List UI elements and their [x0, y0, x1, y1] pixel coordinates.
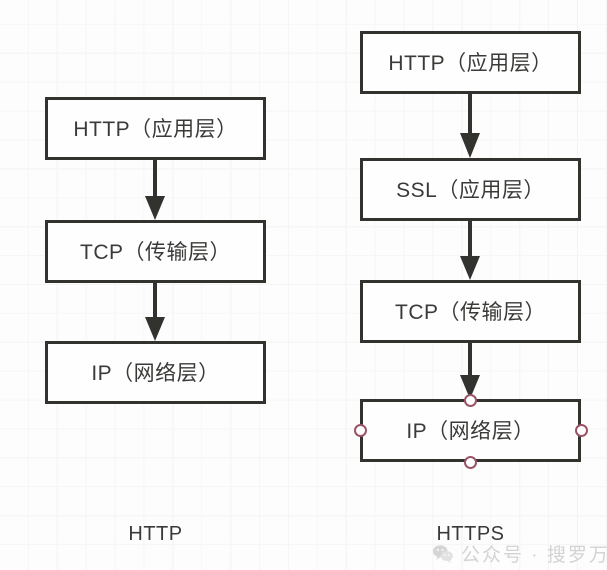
node-https-application-layer[interactable]: HTTP（应用层） [360, 31, 581, 94]
watermark: 公众号 · 搜罗万相 [432, 540, 607, 567]
node-label: SSL（应用层） [396, 178, 545, 202]
caption-https[interactable]: HTTPS [360, 523, 581, 546]
node-label: HTTP（应用层） [73, 117, 238, 141]
node-http-transport-layer[interactable]: TCP（传输层） [45, 220, 266, 283]
selection-handle-left[interactable] [354, 424, 367, 437]
selection-handle-top[interactable] [464, 394, 477, 407]
caption-http[interactable]: HTTP [45, 523, 266, 546]
arrow-http-to-tcp[interactable] [140, 158, 170, 222]
arrow-tcp-to-ip[interactable] [140, 281, 170, 343]
node-https-network-layer[interactable]: IP（网络层） [360, 399, 581, 462]
node-label: TCP（传输层） [395, 300, 546, 324]
node-http-application-layer[interactable]: HTTP（应用层） [45, 97, 266, 160]
node-https-transport-layer[interactable]: TCP（传输层） [360, 280, 581, 343]
wechat-icon [432, 544, 453, 563]
node-label: IP（网络层） [91, 361, 220, 385]
node-label: HTTP（应用层） [388, 51, 553, 75]
node-http-network-layer[interactable]: IP（网络层） [45, 341, 266, 404]
node-label: IP（网络层） [406, 419, 535, 443]
selection-handle-bottom[interactable] [464, 456, 477, 469]
arrow-https-ssl-to-tcp[interactable] [455, 219, 485, 282]
selection-handle-right[interactable] [575, 424, 588, 437]
arrow-https-http-to-ssl[interactable] [455, 92, 485, 160]
node-label: TCP（传输层） [80, 240, 231, 264]
watermark-text: 公众号 · 搜罗万相 [461, 545, 607, 566]
caption-text: HTTP [128, 523, 183, 545]
arrow-https-tcp-to-ip[interactable] [455, 341, 485, 401]
caption-text: HTTPS [436, 523, 505, 545]
node-https-ssl-layer[interactable]: SSL（应用层） [360, 158, 581, 221]
